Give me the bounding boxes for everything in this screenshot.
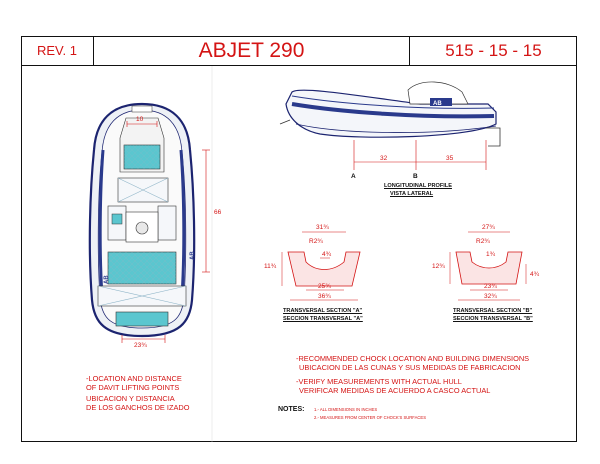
sec-a-base: 25¾	[318, 283, 331, 290]
sec-a-overall: 36¾	[318, 293, 331, 300]
davit-caption-es-1: UBICACION Y DISTANCIA	[86, 394, 175, 403]
sec-b-radius: R2¾	[476, 238, 490, 245]
sec-a-height: 11¾	[264, 263, 277, 270]
profile-title-es: VISTA LATERAL	[390, 191, 434, 197]
revision-label: REV. 1	[21, 36, 94, 66]
profile-title-en: LONGITUDINAL PROFILE	[384, 183, 452, 189]
boat-side-profile: AB	[279, 81, 501, 147]
sec-b-center: 1¾	[486, 251, 496, 258]
drawing-frame	[21, 36, 577, 442]
section-b-title-es: SECCION TRANSVERSAL "B"	[453, 316, 533, 322]
verify-caption-en: -VERIFY MEASUREMENTS WITH ACTUAL HULL	[296, 377, 462, 386]
sec-a-top: 31¾	[316, 224, 329, 231]
model-title: ABJET 290	[94, 36, 410, 66]
brand-logo-left: AB	[104, 275, 110, 284]
sec-b-height: 12¾	[432, 263, 445, 270]
brand-logo-right: AB	[190, 251, 196, 260]
chock-caption-es: UBICACION DE LAS CUNAS Y SUS MEDIDAS DE …	[299, 363, 521, 372]
section-a-chock	[287, 251, 361, 287]
verify-caption-es: VERIFICAR MEDIDAS DE ACUERDO A CASCO ACT…	[299, 386, 491, 395]
profile-dimensions	[353, 140, 487, 170]
chock-caption-en: -RECOMMENDED CHOCK LOCATION AND BUILDING…	[296, 354, 530, 363]
mark-a: A	[351, 173, 356, 180]
section-a-title-en: TRANSVERSAL SECTION "A"	[283, 308, 363, 314]
dim-length: 66	[214, 209, 222, 216]
mark-b: B	[413, 173, 418, 180]
section-b-chock	[455, 251, 523, 285]
note-2: 2.- MEASURES FROM CENTER OF CHOCK'S SURF…	[314, 415, 427, 420]
davit-caption-es-2: DE LOS GANCHOS DE IZADO	[86, 403, 190, 412]
notes-label: NOTES:	[278, 406, 305, 413]
dim-profile-b: 35	[446, 155, 454, 162]
davit-caption-en-2: OF DAVIT LIFTING POINTS	[86, 383, 180, 392]
section-b-dimensions	[449, 231, 527, 301]
steering-wheel-icon	[135, 221, 149, 235]
note-1: 1.- ALL DIMENSIONS IN INCHES	[314, 407, 378, 412]
drawing-code: 515 - 15 - 15	[410, 36, 577, 66]
sec-b-top: 27¾	[482, 224, 495, 231]
dim-bottom-width: 23¾	[134, 342, 147, 349]
sec-a-center: 4¾	[322, 251, 332, 258]
sec-b-overall: 32¾	[484, 293, 497, 300]
sec-b-base: 23¾	[484, 283, 497, 290]
brand-logo-side-text: AB	[433, 101, 442, 107]
davit-caption-en-1: -LOCATION AND DISTANCE	[86, 374, 182, 383]
sec-b-side: 4¾	[530, 271, 540, 278]
section-a-dimensions	[281, 231, 358, 301]
dim-profile-a: 32	[380, 155, 388, 162]
sec-a-radius: R2¾	[309, 238, 323, 245]
boat-top-view: AB AB	[88, 102, 196, 338]
section-b-title-en: TRANSVERSAL SECTION "B"	[453, 308, 533, 314]
brand-logo-side	[430, 98, 452, 106]
section-a-title-es: SECCION TRANSVERSAL "A"	[283, 316, 363, 322]
dim-top-width: 10	[136, 116, 144, 123]
stern-pad	[115, 311, 169, 327]
top-view-dimensions	[121, 121, 210, 343]
